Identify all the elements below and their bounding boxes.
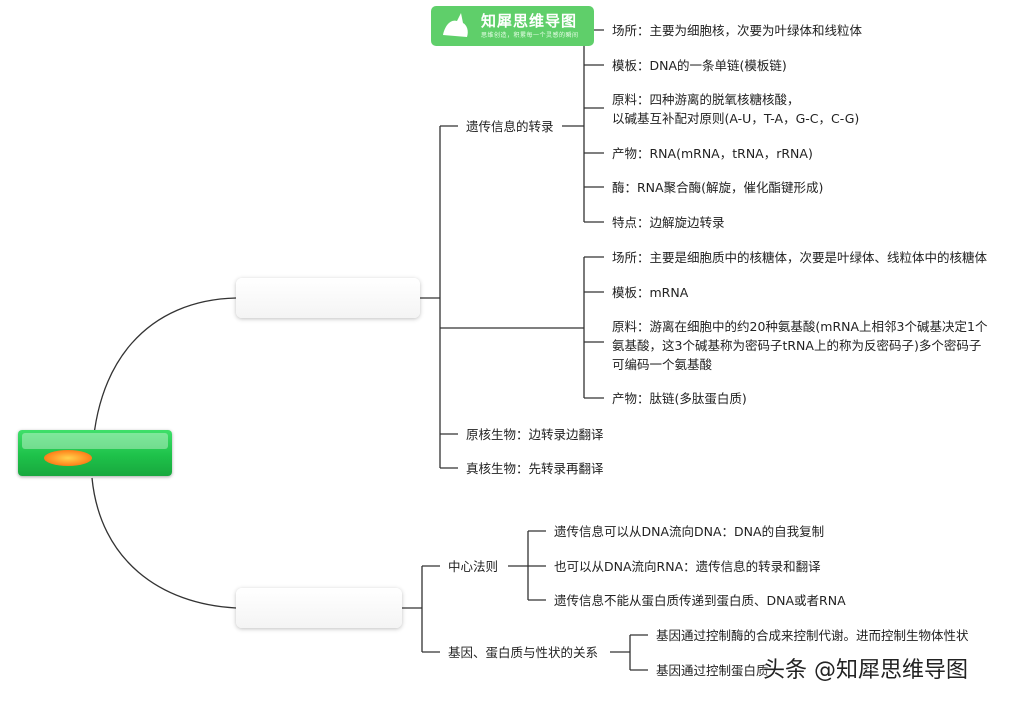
lower-branch-box[interactable]	[236, 588, 402, 628]
node-central-dogma[interactable]: 中心法则	[448, 559, 499, 574]
translation-item[interactable]: 产物：肽链(多肽蛋白质)	[612, 391, 747, 406]
transcription-item[interactable]: 以碱基互补配对原则(A-U，T-A，G-C，C-G)	[612, 111, 860, 126]
transcription-item[interactable]: 原料：四种游离的脱氧核糖核酸，	[612, 92, 800, 107]
transcription-item[interactable]: 产物：RNA(mRNA，tRNA，rRNA)	[612, 146, 813, 161]
translation-item[interactable]: 原料：游离在细胞中的约20种氨基酸(mRNA上相邻3个碱基决定1个	[612, 319, 988, 334]
transcription-item[interactable]: 酶：RNA聚合酶(解旋，催化酯键形成)	[612, 180, 824, 195]
translation-item[interactable]: 模板：mRNA	[612, 285, 689, 300]
translation-item[interactable]: 可编码一个氨基酸	[612, 357, 713, 372]
root-image-icon	[44, 450, 92, 466]
translation-item[interactable]: 场所：主要是细胞质中的核糖体，次要是叶绿体、线粒体中的核糖体	[612, 250, 988, 265]
watermark-text: 头条 @知犀思维导图	[763, 658, 968, 683]
central-dogma-item[interactable]: 遗传信息不能从蛋白质传递到蛋白质、DNA或者RNA	[554, 593, 846, 608]
translation-item[interactable]: 氨基酸，这3个碱基称为密码子tRNA上的称为反密码子)多个密码子	[612, 338, 982, 353]
root-shine	[22, 433, 168, 449]
transcription-item[interactable]: 场所：主要为细胞核，次要为叶绿体和线粒体	[612, 23, 863, 38]
node-prokaryote[interactable]: 原核生物：边转录边翻译	[466, 427, 604, 442]
root-to-lower-box-curve	[91, 477, 237, 609]
central-dogma-item[interactable]: 遗传信息可以从DNA流向DNA：DNA的自我复制	[554, 524, 825, 539]
logo-title: 知犀思维导图	[481, 12, 578, 30]
rhino-icon	[443, 13, 468, 37]
upper-branch-box[interactable]	[236, 278, 420, 318]
transcription-item[interactable]: 模板：DNA的一条单链(模板链)	[612, 58, 787, 73]
root-to-upper-box-curve	[91, 297, 237, 469]
logo-subtitle: 思维创造，积累每一个灵感的瞬间	[481, 32, 579, 39]
brand-logo: 知犀思维导图 思维创造，积累每一个灵感的瞬间	[431, 6, 594, 46]
root-node[interactable]	[18, 430, 172, 476]
node-gene-relation[interactable]: 基因、蛋白质与性状的关系	[448, 645, 599, 660]
transcription-item[interactable]: 特点：边解旋边转录	[612, 215, 725, 230]
node-transcription[interactable]: 遗传信息的转录	[466, 119, 554, 134]
central-dogma-item[interactable]: 也可以从DNA流向RNA：遗传信息的转录和翻译	[554, 559, 821, 574]
node-eukaryote[interactable]: 真核生物：先转录再翻译	[466, 461, 604, 476]
gene-relation-item[interactable]: 基因通过控制酶的合成来控制代谢。进而控制生物体性状	[656, 628, 969, 643]
gene-relation-item[interactable]: 基因通过控制蛋白质	[656, 663, 769, 678]
